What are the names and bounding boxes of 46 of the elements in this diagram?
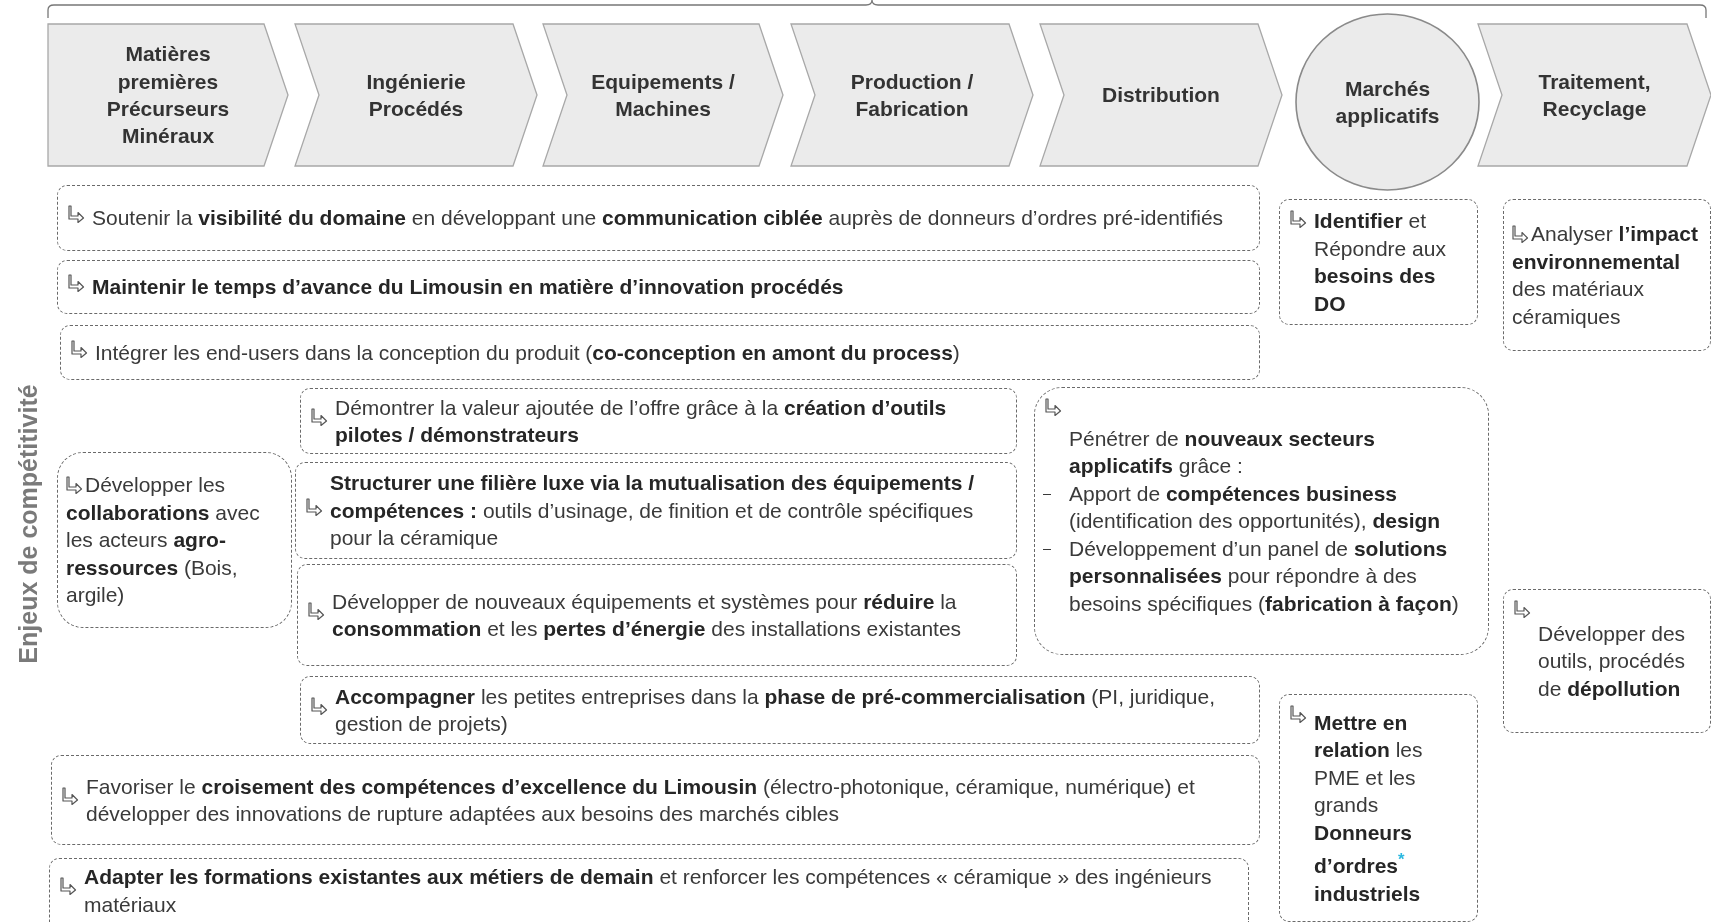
box-text: Structurer une filière luxe via la mutualisation des équipements / compétences : outils d’usinage, de finition et de contrôle spécifiques pour la céramique: [330, 470, 976, 552]
step-label: Marchés applicatifs: [1334, 75, 1441, 129]
box-text: Développer les collaborations avec les acteurs agro-ressources (Bois, argile): [66, 472, 261, 609]
dashed-box: [1279, 694, 1478, 922]
box-text: Développer de nouveaux équipements et systèmes pour réduire la consommation et les pertes d’énergie des installations existantes: [332, 588, 963, 642]
dashed-box: [49, 858, 1249, 922]
dashed-box: [57, 452, 292, 628]
chevron-step: [543, 24, 783, 166]
dashed-box: [1503, 199, 1711, 351]
box-text: Analyser l’impact environnemental des matériaux céramiques: [1512, 221, 1699, 330]
dashed-box: [295, 462, 1017, 559]
box-text: Démontrer la valeur ajoutée de l’offre grâce à la création d’outils pilotes / démonstrateurs: [335, 394, 948, 448]
side-label: Enjeux de compétitivité: [13, 384, 43, 664]
dashed-box: [1279, 199, 1478, 325]
step-label: Equipements / Machines: [590, 68, 736, 122]
step-label: Production / Fabrication: [849, 68, 975, 122]
chevron-step: [48, 24, 288, 166]
box-text: Pénétrer de nouveaux secteurs applicatifs grâce :: [1069, 425, 1376, 480]
chevron-step: [1478, 24, 1711, 166]
chevron-step: [1040, 24, 1282, 166]
box-text: Adapter les formations existantes aux métiers de demain et renforcer les compétences « céramique » des ingénieurs matériaux: [84, 864, 1213, 918]
dashed-box: [300, 388, 1017, 454]
dashed-box: [1034, 387, 1489, 655]
dashed-box: [1503, 589, 1711, 733]
dashed-box: [51, 755, 1260, 845]
box-text: Identifier et Répondre aux besoins des DO: [1314, 208, 1447, 317]
chevron-step: [295, 24, 537, 166]
circle-step: [1295, 13, 1480, 191]
box-text: Mettre en relation les PME et les grands Donneurs d’ordres$^{*}$ industriels: [1314, 709, 1424, 907]
chevron-step: [791, 24, 1033, 166]
box-text: Soutenir la visibilité du domaine en développant une communication ciblée auprès de donneurs d’ordres pré-identifiés: [92, 205, 1225, 232]
step-label: Distribution: [1101, 82, 1221, 109]
dashed-box: [60, 325, 1260, 380]
box-text: Intégrer les end-users dans la conception du produit (co-conception en amont du process): [95, 339, 961, 366]
box-text: Développer des outils, procédés de dépollution: [1538, 620, 1687, 702]
step-label: Traitement, Recyclage: [1537, 68, 1652, 122]
box-text: Favoriser le croisement des compétences d’excellence du Limousin (électro-photonique, céramique, numérique) et développer des innovations de rupture adaptées aux besoins des marchés cibles: [86, 773, 1196, 827]
box-text: Développement d’un panel de solutions personnalisées pour répondre à des besoins spécifiques (fabrication à façon): [1069, 535, 1460, 617]
dashed-box: [57, 185, 1260, 251]
dashed-box: [57, 260, 1260, 314]
step-label: Ingénierie Procédés: [365, 68, 467, 122]
dashed-box: [300, 676, 1260, 744]
step-label: Matières premières Précurseurs Minéraux: [105, 41, 231, 150]
dashed-box: [297, 564, 1017, 666]
box-text: Accompagner les petites entreprises dans la phase de pré-commercialisation (PI, juridique, gestion de projets): [335, 683, 1217, 737]
box-text: Maintenir le temps d’avance du Limousin en matière d’innovation procédés: [92, 274, 845, 301]
